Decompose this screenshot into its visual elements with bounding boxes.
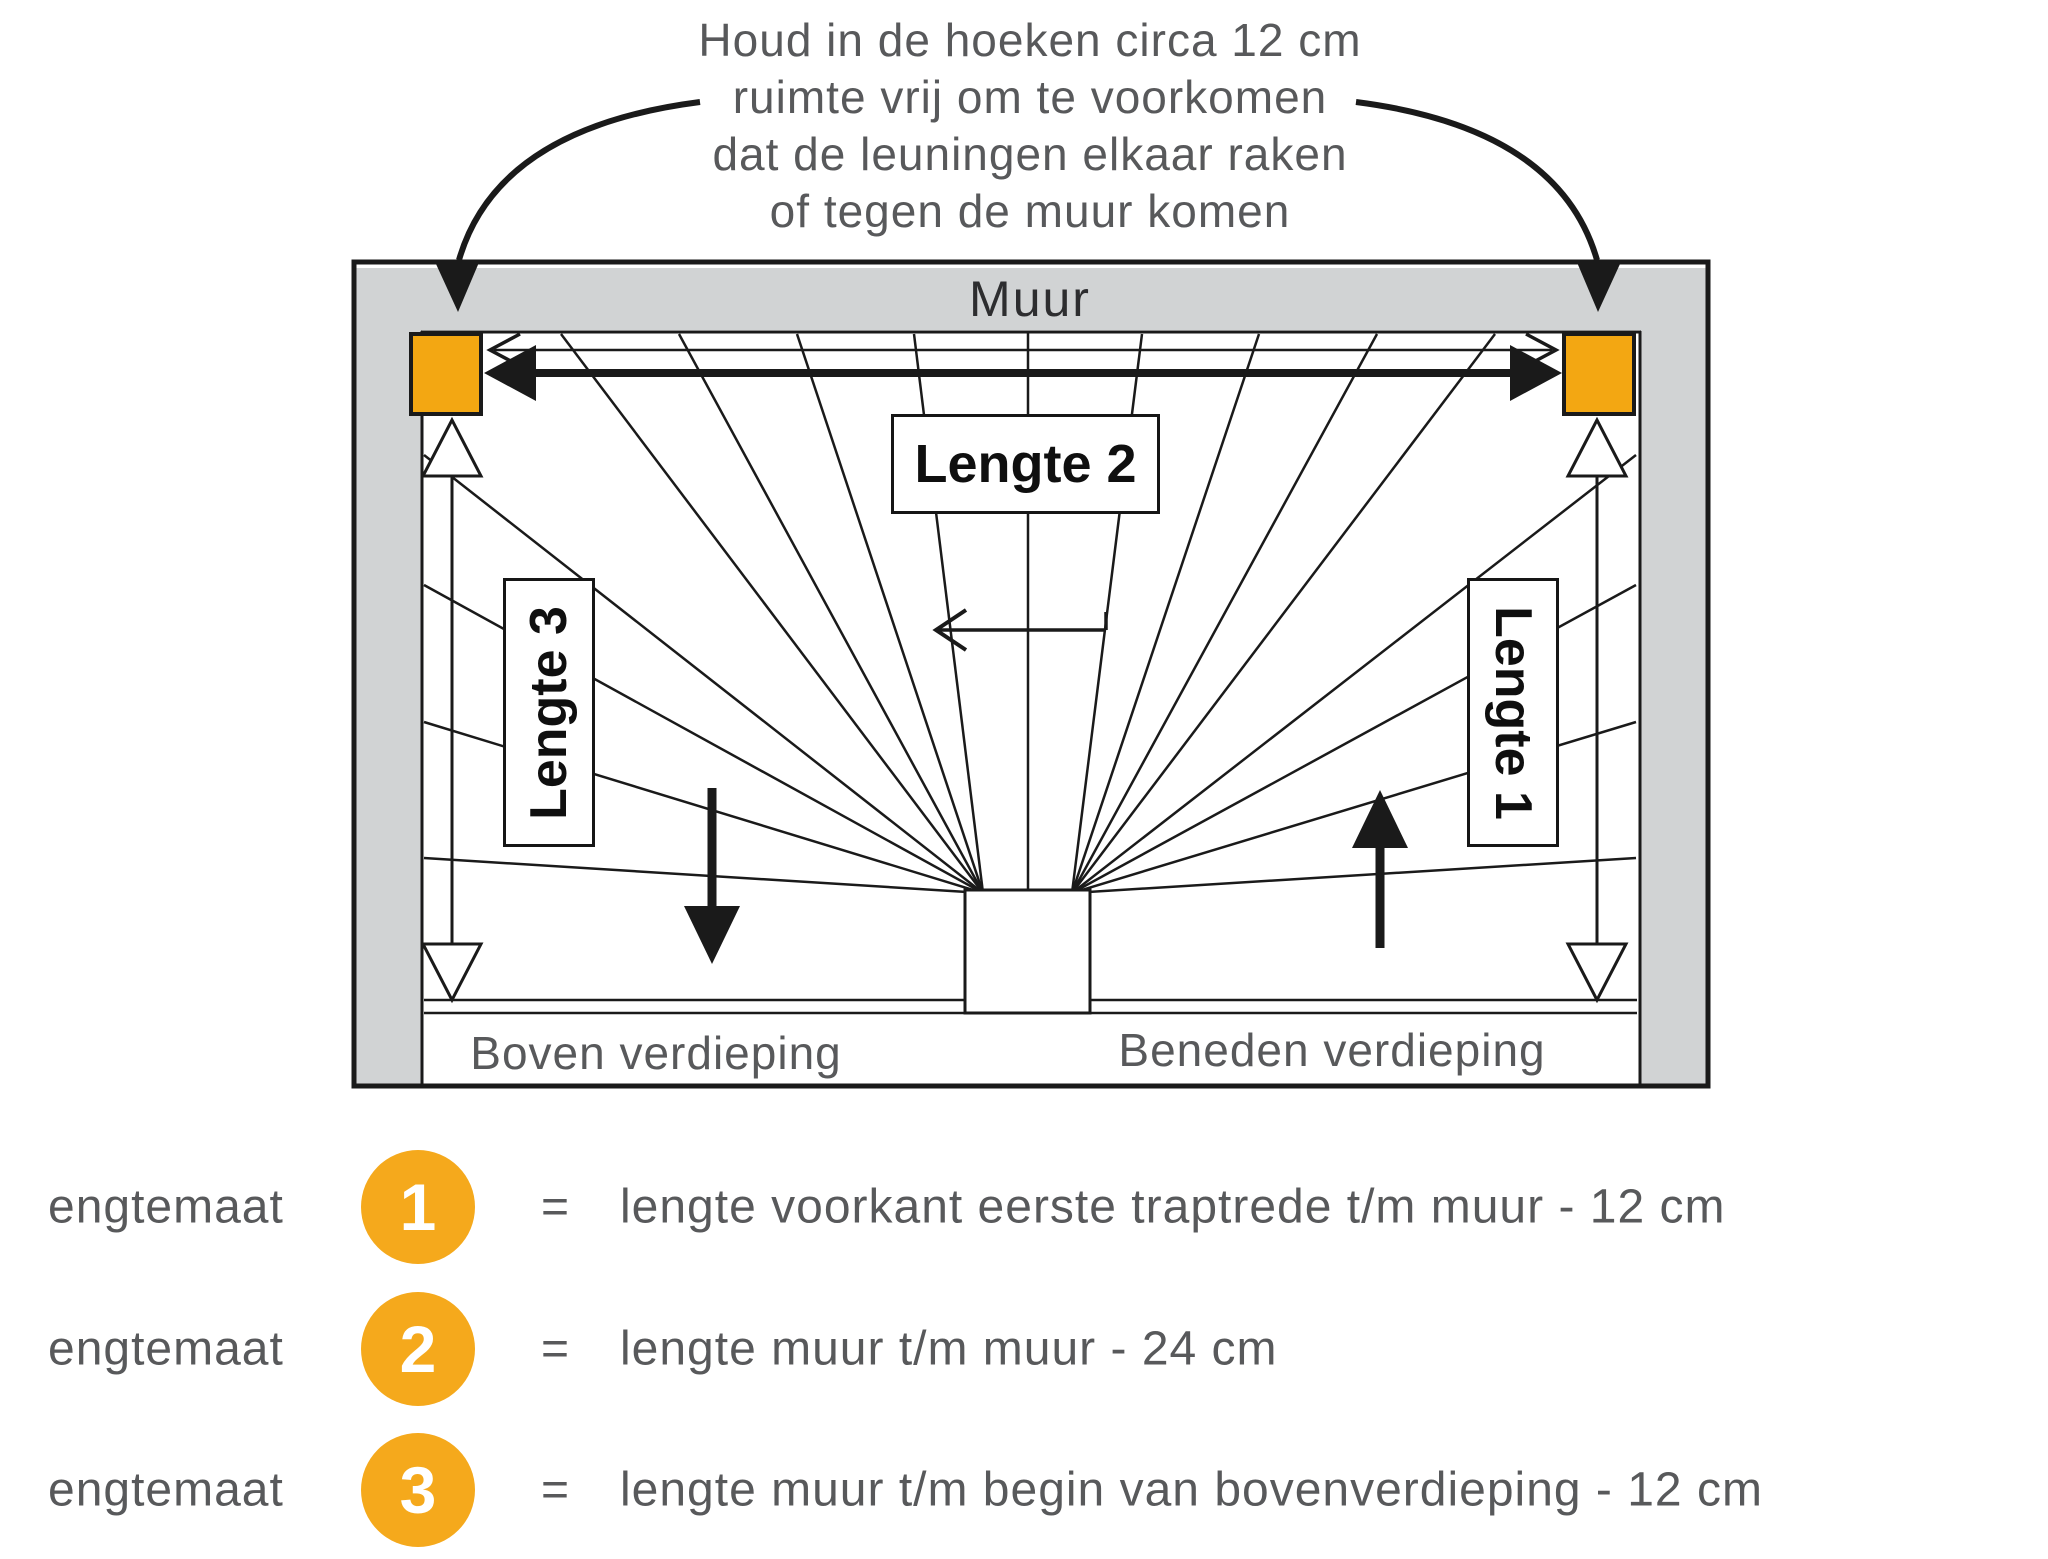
note-line: dat de leuningen elkaar raken [712, 128, 1348, 180]
note-line: of tegen de muur komen [769, 185, 1291, 237]
annotation-arrow-left [436, 99, 701, 312]
length-2-label-box: Lengte 2 [891, 414, 1160, 514]
wall-band [356, 268, 1706, 1086]
equals-sign: = [540, 1180, 570, 1234]
corner-clearance-square-right [1562, 332, 1636, 416]
legend-prefix: engtemaat [48, 1322, 284, 1376]
measure-arrow-left [420, 416, 484, 1004]
measure-arrow-right [1565, 416, 1629, 1004]
lower-floor-label: Beneden verdieping [1118, 1024, 1546, 1076]
legend-row-1: engtemaat 1 = lengte voorkant eerste tra… [0, 1150, 2048, 1264]
note-line: Houd in de hoeken circa 12 cm [698, 14, 1362, 66]
legend-number: 1 [399, 1170, 437, 1244]
length-3-label-box: Lengte 3 [503, 578, 595, 847]
legend-prefix: engtemaat [48, 1180, 284, 1234]
legend-number-badge-2: 2 [361, 1292, 475, 1406]
wall-label: Muur [969, 271, 1091, 327]
direction-arrow-up [1352, 790, 1408, 948]
measure-arrow-top-thick [484, 345, 1562, 401]
legend-number-badge-3: 3 [361, 1433, 475, 1547]
direction-arrow-down [684, 788, 740, 964]
corner-clearance-note: Houd in de hoeken circa 12 cm ruimte vri… [698, 12, 1361, 240]
legend-row-3: engtemaat 3 = lengte muur t/m begin van … [0, 1433, 2048, 1547]
length-1-label-box: Lengte 1 [1467, 578, 1559, 847]
legend-description: lengte voorkant eerste traptrede t/m muu… [620, 1180, 1726, 1234]
length-3-label: Lengte 3 [520, 605, 579, 820]
measure-arrow-top-thin [486, 332, 1560, 368]
newel-post [963, 888, 1092, 1015]
annotation-arrow-right [1355, 99, 1620, 312]
upper-floor-label: Boven verdieping [470, 1027, 842, 1079]
corner-clearance-square-left [409, 332, 483, 416]
legend-number-badge-1: 1 [361, 1150, 475, 1264]
measure-arrow-mini-left [932, 608, 1108, 652]
legend-row-2: engtemaat 2 = lengte muur t/m muur - 24 … [0, 1292, 2048, 1406]
floor-edge-lines [424, 998, 1637, 1015]
equals-sign: = [540, 1463, 570, 1517]
legend-description: lengte muur t/m begin van bovenverdiepin… [620, 1463, 1763, 1517]
diagram-outer-border [351, 259, 1711, 1089]
legend-prefix: engtemaat [48, 1463, 284, 1517]
legend-number: 3 [399, 1453, 437, 1527]
equals-sign: = [540, 1322, 570, 1376]
length-1-label: Lengte 1 [1484, 605, 1543, 820]
legend-description: lengte muur t/m muur - 24 cm [620, 1322, 1278, 1376]
legend-number: 2 [399, 1312, 437, 1386]
length-2-label: Lengte 2 [914, 434, 1137, 494]
note-line: ruimte vrij om te voorkomen [732, 71, 1328, 123]
